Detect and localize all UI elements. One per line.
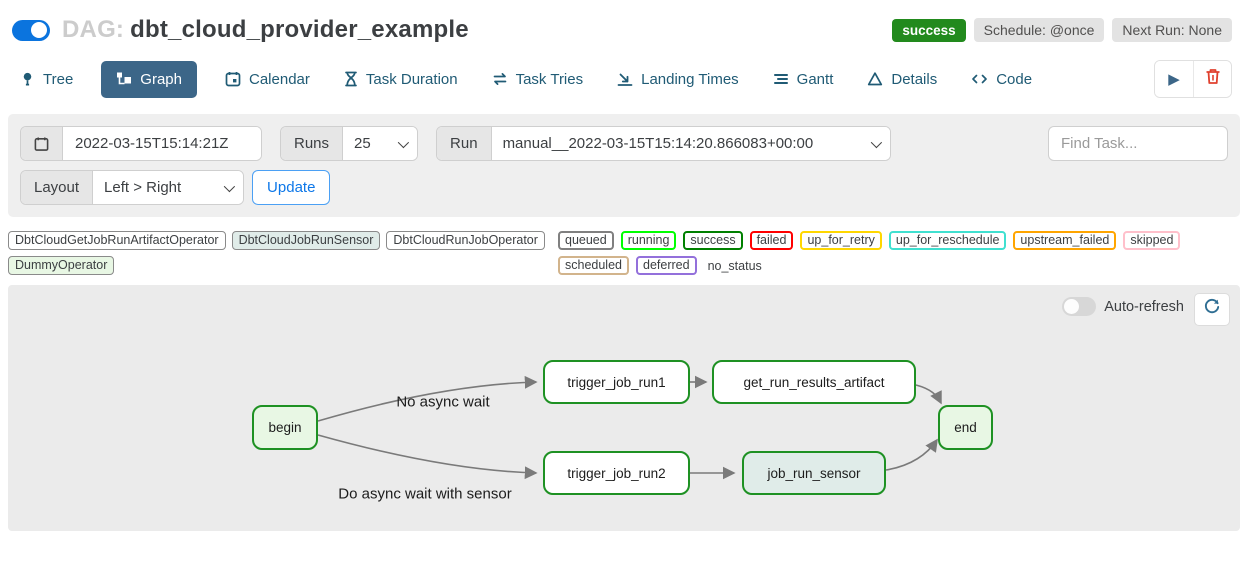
- tab-label: Details: [891, 70, 938, 88]
- status-legend-badge: failed: [749, 231, 794, 250]
- update-button[interactable]: Update: [252, 170, 331, 205]
- status-legend-badge: up_for_retry: [800, 231, 882, 250]
- operator-badge: DbtCloudRunJobOperator: [386, 231, 545, 250]
- repeat-icon: [492, 71, 508, 87]
- operator-badge: DbtCloudJobRunSensor: [231, 231, 381, 250]
- plane-landing-icon: [617, 71, 633, 87]
- edge-label: Do async wait with sensor: [338, 485, 512, 503]
- tab-task-tries[interactable]: Task Tries: [492, 70, 584, 88]
- edge-label: No async wait: [396, 393, 490, 411]
- base-date-input[interactable]: [63, 127, 261, 160]
- tab-code[interactable]: Code: [971, 71, 1032, 88]
- run-group: Run manual__2022-03-15T15:14:20.866083+0…: [436, 126, 891, 161]
- auto-refresh-toggle[interactable]: [1062, 297, 1097, 316]
- status-legend-badge: skipped: [1123, 231, 1181, 250]
- play-icon: ▶: [1168, 71, 1180, 88]
- tab-tree[interactable]: Tree: [20, 71, 73, 88]
- calendar-icon: [225, 71, 241, 87]
- status-badge[interactable]: success: [892, 18, 966, 42]
- tab-gantt[interactable]: Gantt: [773, 70, 834, 88]
- dag-header: DAG:dbt_cloud_provider_example success S…: [0, 0, 1248, 52]
- trigger-dag-button[interactable]: ▶: [1155, 61, 1193, 97]
- next-run-badge: Next Run: None: [1112, 18, 1232, 42]
- operator-badge: DummyOperator: [8, 256, 115, 275]
- graph-node-end[interactable]: end: [938, 405, 993, 450]
- tab-calendar[interactable]: Calendar: [225, 71, 310, 88]
- page-title: DAG:dbt_cloud_provider_example: [62, 16, 469, 44]
- graph-node-trigger-job-run2[interactable]: trigger_job_run2: [543, 451, 690, 495]
- dag-actions: ▶: [1154, 60, 1232, 98]
- gantt-icon: [773, 71, 789, 87]
- status-legend-badge: upstream_failed: [1013, 231, 1117, 250]
- schedule-badge: Schedule: @once: [973, 18, 1105, 42]
- legend: DbtCloudGetJobRunArtifactOperator DbtClo…: [0, 217, 1248, 285]
- auto-refresh-control: Auto-refresh: [1062, 297, 1184, 316]
- runs-select[interactable]: 25: [343, 127, 418, 160]
- auto-refresh-label: Auto-refresh: [1104, 298, 1184, 315]
- layout-value: Left > Right: [104, 179, 182, 196]
- layout-label: Layout: [21, 171, 94, 204]
- operator-badge: DbtCloudGetJobRunArtifactOperator: [8, 231, 226, 250]
- dag-graph-panel: Auto-refresh begin trigger_job_run1 get_…: [8, 285, 1240, 531]
- tab-label: Code: [996, 70, 1033, 88]
- graph-node-trigger-job-run1[interactable]: trigger_job_run1: [543, 360, 690, 404]
- dag-edges: [317, 375, 942, 480]
- tab-details[interactable]: Details: [867, 71, 937, 88]
- graph-node-job-run-sensor[interactable]: job_run_sensor: [742, 451, 886, 495]
- tab-graph[interactable]: Graph: [101, 60, 197, 98]
- tab-label: Calendar: [249, 70, 310, 88]
- details-triangle-icon: [867, 71, 883, 87]
- tab-label: Landing Times: [641, 70, 739, 88]
- status-legend-badge: running: [620, 231, 677, 250]
- tab-task-duration[interactable]: Task Duration: [344, 71, 458, 88]
- tab-label: Tree: [43, 70, 74, 88]
- graph-icon: [116, 71, 132, 87]
- dag-label: DAG:: [62, 16, 125, 43]
- runs-value: 25: [354, 135, 371, 152]
- toggle-knob: [31, 22, 47, 38]
- chevron-down-icon: [397, 136, 410, 148]
- code-icon: [971, 71, 988, 87]
- status-legend-badge: queued: [558, 231, 614, 250]
- run-value: manual__2022-03-15T15:14:20.866083+00:00: [502, 135, 814, 152]
- trash-icon: [1205, 68, 1221, 90]
- filter-panel: Runs 25 Run manual__2022-03-15T15:14:20.…: [8, 114, 1240, 217]
- status-legend-badge: up_for_reschedule: [888, 231, 1007, 250]
- find-task-input[interactable]: [1048, 126, 1228, 161]
- chevron-down-icon: [870, 136, 882, 148]
- dag-name: dbt_cloud_provider_example: [130, 16, 469, 43]
- tab-landing-times[interactable]: Landing Times: [617, 71, 739, 88]
- status-legend-badge: deferred: [636, 256, 697, 275]
- view-tabbar: Tree Graph Calendar Task Duration Task T…: [0, 52, 1248, 112]
- tab-label: Task Duration: [365, 70, 458, 88]
- tab-label: Gantt: [796, 70, 834, 88]
- graph-node-get-run-results-artifact[interactable]: get_run_results_artifact: [712, 360, 916, 404]
- calendar-addon-icon: [21, 127, 63, 160]
- chevron-down-icon: [223, 180, 236, 192]
- dag-pause-toggle[interactable]: [12, 19, 50, 41]
- operator-legend: DbtCloudGetJobRunArtifactOperator DbtClo…: [8, 231, 548, 275]
- tab-label: Task Tries: [515, 70, 584, 88]
- tab-label: Graph: [140, 70, 182, 88]
- status-legend: queued running success failed up_for_ret…: [558, 231, 1238, 275]
- status-legend-badge: scheduled: [558, 256, 629, 275]
- hourglass-icon: [344, 71, 358, 87]
- runs-group: Runs 25: [280, 126, 419, 161]
- runs-label: Runs: [281, 127, 344, 160]
- no-status-label: no_status: [707, 258, 762, 273]
- base-date-group: [20, 126, 262, 161]
- refresh-icon: [1203, 298, 1221, 321]
- layout-select[interactable]: Left > Right: [93, 171, 244, 204]
- layout-group: Layout Left > Right: [20, 170, 245, 205]
- tree-icon: [20, 71, 35, 87]
- run-select[interactable]: manual__2022-03-15T15:14:20.866083+00:00: [491, 127, 890, 160]
- refresh-button[interactable]: [1194, 293, 1230, 326]
- header-badges: success Schedule: @once Next Run: None: [892, 18, 1232, 42]
- status-legend-badge: success: [683, 231, 743, 250]
- run-label: Run: [437, 127, 492, 160]
- graph-node-begin[interactable]: begin: [252, 405, 318, 450]
- toggle-knob: [1064, 299, 1080, 314]
- delete-dag-button[interactable]: [1193, 61, 1231, 97]
